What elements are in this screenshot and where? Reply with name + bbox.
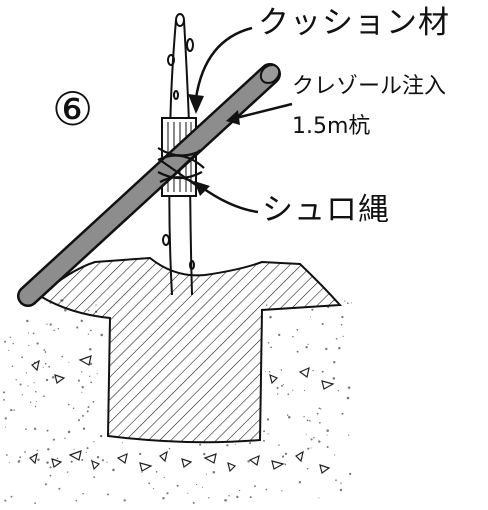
stake-leader-arrow	[235, 102, 293, 120]
cushion-label: クッション材	[258, 5, 450, 41]
rope-leader-arrow	[199, 184, 259, 214]
stake-size-label: 1.5m杭	[292, 114, 371, 139]
palm-rope-label: シュロ縄	[262, 192, 390, 228]
step-number: ⑥	[52, 82, 94, 136]
cushion-leader-arrow	[194, 26, 253, 99]
arrow-heads	[188, 94, 240, 196]
planting-pit	[38, 256, 343, 444]
support-stake	[17, 63, 281, 307]
stake-treatment-label: クレゾール注入	[292, 74, 447, 99]
ground-texture	[2, 299, 353, 504]
